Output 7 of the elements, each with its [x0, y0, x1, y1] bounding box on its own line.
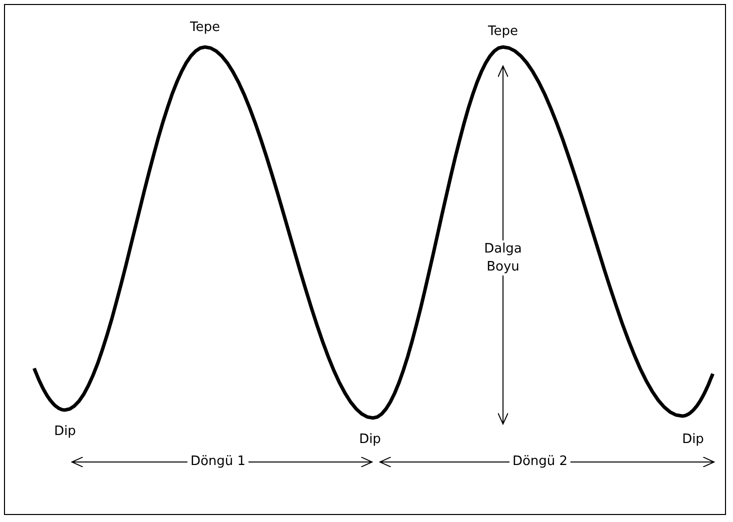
wave-label: Dip — [53, 423, 77, 441]
wave-label: Tepe — [189, 19, 221, 37]
wave-label: Dip — [681, 431, 705, 449]
wave-label: Tepe — [487, 23, 519, 41]
wave-label: Döngü 1 — [187, 453, 249, 471]
wave-label: Döngü 2 — [509, 453, 571, 471]
wave-label: Dip — [358, 431, 382, 449]
